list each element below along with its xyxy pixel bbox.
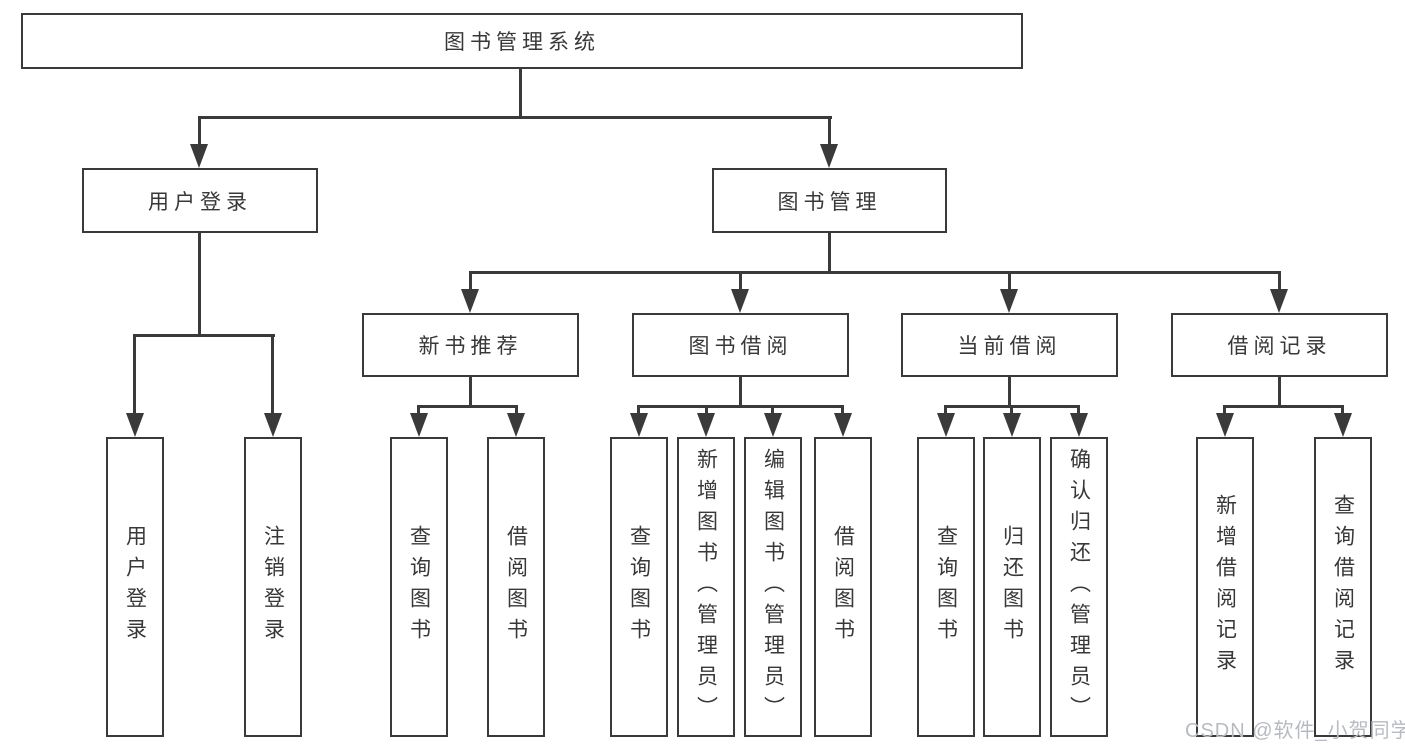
node-book-borrowing: 图书借阅 <box>632 313 849 377</box>
connector-stub <box>771 405 774 417</box>
leaf-label: 新增图书（管理员） <box>694 447 718 727</box>
arrowhead <box>410 413 428 437</box>
connector-stub <box>1010 405 1013 417</box>
connector-book-horizontal <box>469 271 1281 274</box>
connector-stub <box>1008 271 1011 291</box>
leaf-borrow-books: 借阅图书 <box>814 437 872 737</box>
connector-stub <box>705 405 708 417</box>
leaf-label: 借阅图书 <box>831 525 855 649</box>
node-label: 图书管理 <box>777 190 882 214</box>
connector-stub <box>133 334 136 416</box>
connector-stub <box>1278 271 1281 291</box>
connector-root-horizontal <box>198 116 832 119</box>
leaf-label: 确认归还（管理员） <box>1067 447 1091 727</box>
leaf-label: 查询图书 <box>934 525 958 649</box>
leaf-label: 新增借阅记录 <box>1213 494 1237 680</box>
arrowhead <box>1216 413 1234 437</box>
arrowhead <box>1270 289 1288 313</box>
connector-root-vertical <box>519 68 522 118</box>
connector-stub <box>637 405 640 417</box>
arrowhead <box>731 289 749 313</box>
connector-stub <box>417 405 420 417</box>
connector-section-horizontal <box>637 405 844 408</box>
arrowhead <box>1003 413 1021 437</box>
connector-stub <box>944 405 947 417</box>
node-book-management: 图书管理 <box>712 168 947 233</box>
arrowhead <box>461 289 479 313</box>
connector-book-vertical <box>828 231 831 274</box>
leaf-logout: 注销登录 <box>244 437 302 737</box>
leaf-label: 归还图书 <box>1000 525 1024 649</box>
arrowhead <box>1000 289 1018 313</box>
node-label: 图书借阅 <box>688 335 793 358</box>
arrowhead <box>820 144 838 168</box>
leaf-label: 借阅图书 <box>504 525 528 649</box>
connector-section-horizontal <box>417 405 518 408</box>
connector-stub <box>515 405 518 417</box>
leaf-query-books-current: 查询图书 <box>917 437 975 737</box>
leaf-query-books-recommend: 查询图书 <box>390 437 448 737</box>
leaf-label: 注销登录 <box>261 525 285 649</box>
node-label: 图书管理系统 <box>444 31 600 54</box>
connector-section-vertical <box>739 375 742 408</box>
arrowhead <box>190 144 208 168</box>
csdn-watermark: CSDN @软件_小贺同学 <box>1185 720 1405 742</box>
connector-stub <box>469 271 472 291</box>
connector-stub <box>1341 405 1344 417</box>
leaf-label: 查询图书 <box>627 525 651 649</box>
leaf-return-books: 归还图书 <box>983 437 1041 737</box>
connector-user-vertical <box>198 231 201 336</box>
node-library-system: 图书管理系统 <box>21 13 1023 69</box>
connector-stub <box>1223 405 1226 417</box>
leaf-add-books-admin: 新增图书（管理员） <box>677 437 735 737</box>
leaf-user-login: 用户登录 <box>106 437 164 737</box>
leaf-add-borrow-record: 新增借阅记录 <box>1196 437 1254 737</box>
connector-section-vertical <box>469 375 472 408</box>
arrowhead <box>834 413 852 437</box>
connector-section-vertical <box>1008 375 1011 408</box>
node-label: 借阅记录 <box>1227 335 1332 358</box>
node-label: 当前借阅 <box>957 335 1062 358</box>
node-current-borrowing: 当前借阅 <box>901 313 1118 377</box>
arrowhead <box>1070 413 1088 437</box>
leaf-label: 用户登录 <box>123 525 147 649</box>
connector-user-horizontal <box>133 334 275 337</box>
arrowhead <box>126 413 144 437</box>
leaf-borrow-books-recommend: 借阅图书 <box>487 437 545 737</box>
leaf-query-books-borrowing: 查询图书 <box>610 437 668 737</box>
node-user-login: 用户登录 <box>82 168 318 233</box>
arrowhead <box>764 413 782 437</box>
leaf-query-borrow-record: 查询借阅记录 <box>1314 437 1372 737</box>
leaf-edit-books-admin: 编辑图书（管理员） <box>744 437 802 737</box>
node-borrow-records: 借阅记录 <box>1171 313 1388 377</box>
node-label: 用户登录 <box>148 190 252 214</box>
connector-stub <box>828 116 831 146</box>
arrowhead <box>507 413 525 437</box>
connector-stub <box>271 334 274 416</box>
connector-stub <box>739 271 742 291</box>
arrowhead <box>937 413 955 437</box>
connector-stub <box>1077 405 1080 417</box>
arrowhead <box>630 413 648 437</box>
node-label: 新书推荐 <box>418 335 523 358</box>
arrowhead <box>1334 413 1352 437</box>
arrowhead <box>264 413 282 437</box>
arrowhead <box>697 413 715 437</box>
node-new-book-recommend: 新书推荐 <box>362 313 579 377</box>
connector-section-horizontal <box>1223 405 1344 408</box>
connector-stub <box>841 405 844 417</box>
connector-section-vertical <box>1278 375 1281 408</box>
connector-stub <box>198 116 201 146</box>
leaf-label: 查询借阅记录 <box>1331 494 1355 680</box>
leaf-label: 编辑图书（管理员） <box>761 447 785 727</box>
leaf-confirm-return-admin: 确认归还（管理员） <box>1050 437 1108 737</box>
leaf-label: 查询图书 <box>407 525 431 649</box>
